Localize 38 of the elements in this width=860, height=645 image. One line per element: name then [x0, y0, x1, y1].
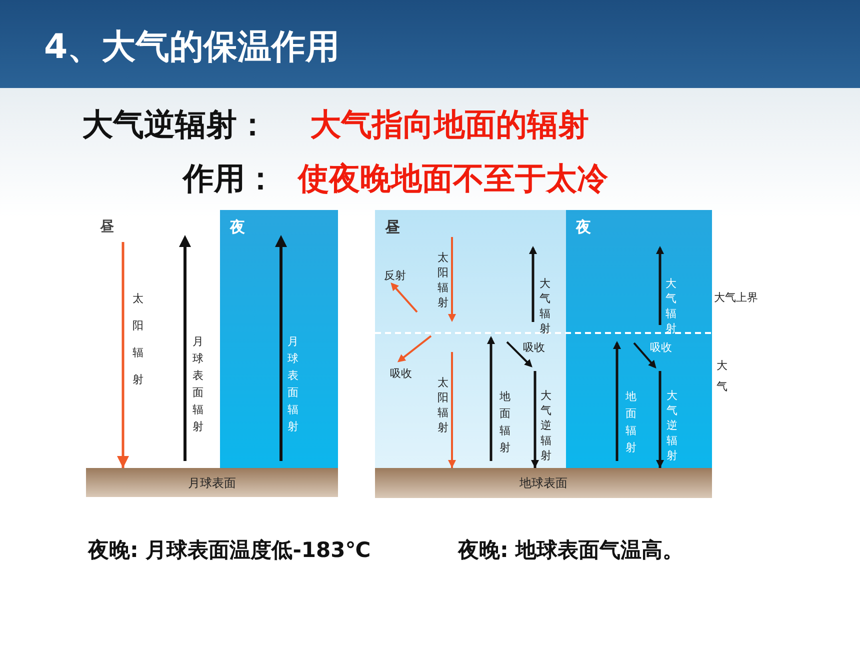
definition-text: 使夜晚地面不至于太冷: [298, 160, 608, 199]
definition-term: 作用：: [183, 160, 276, 199]
arrow-label: 大气逆辐射: [540, 388, 552, 463]
arrow-label: 地面辐射: [625, 389, 637, 456]
caption-text: 夜晚: 月球表面温度低-183℃: [88, 537, 371, 564]
panel-heading: 夜: [230, 218, 245, 237]
night-panel: [220, 210, 338, 468]
caption-text: 夜晚: 地球表面气温高。: [458, 537, 684, 564]
radiation-arrow: [448, 352, 456, 468]
arrow-label: 太阳辐射: [437, 250, 449, 310]
arrow-label: 月球表面辐射: [287, 334, 299, 435]
night-panel: [566, 210, 712, 468]
arrow-label: 太阳辐射: [437, 375, 449, 435]
arrow-label: 吸收: [650, 340, 672, 355]
definition-text: 大气指向地面的辐射: [310, 106, 589, 145]
arrow-label: 大气辐射: [539, 276, 551, 336]
arrow-label: 吸收: [390, 366, 412, 381]
ground-label: 地球表面: [518, 475, 568, 492]
radiation-arrow: [117, 242, 129, 468]
arrow-label: 月球表面辐射: [192, 334, 204, 435]
arrow-label: 反射: [384, 268, 406, 283]
panel-heading: 夜: [576, 218, 591, 237]
definition-term: 大气逆辐射：: [82, 106, 268, 145]
arrow-label: 大气逆辐射: [666, 388, 678, 463]
radiation-arrow: [656, 371, 664, 468]
ground-label: 月球表面: [187, 475, 237, 492]
arrow-label: 地面辐射: [499, 389, 511, 456]
side-label: 大气上界: [714, 290, 758, 305]
ground-band: [86, 468, 338, 497]
side-label: 大气: [716, 358, 728, 395]
day-panel: [375, 210, 566, 468]
ground-band: [375, 468, 712, 498]
arrow-label: 吸收: [523, 340, 545, 355]
radiation-arrow: [531, 371, 539, 468]
panel-heading: 昼: [100, 218, 114, 236]
arrow-label: 太阳辐射: [132, 291, 144, 388]
slide-title: 4、大气的保温作用: [44, 26, 340, 69]
panel-heading: 昼: [385, 218, 400, 237]
